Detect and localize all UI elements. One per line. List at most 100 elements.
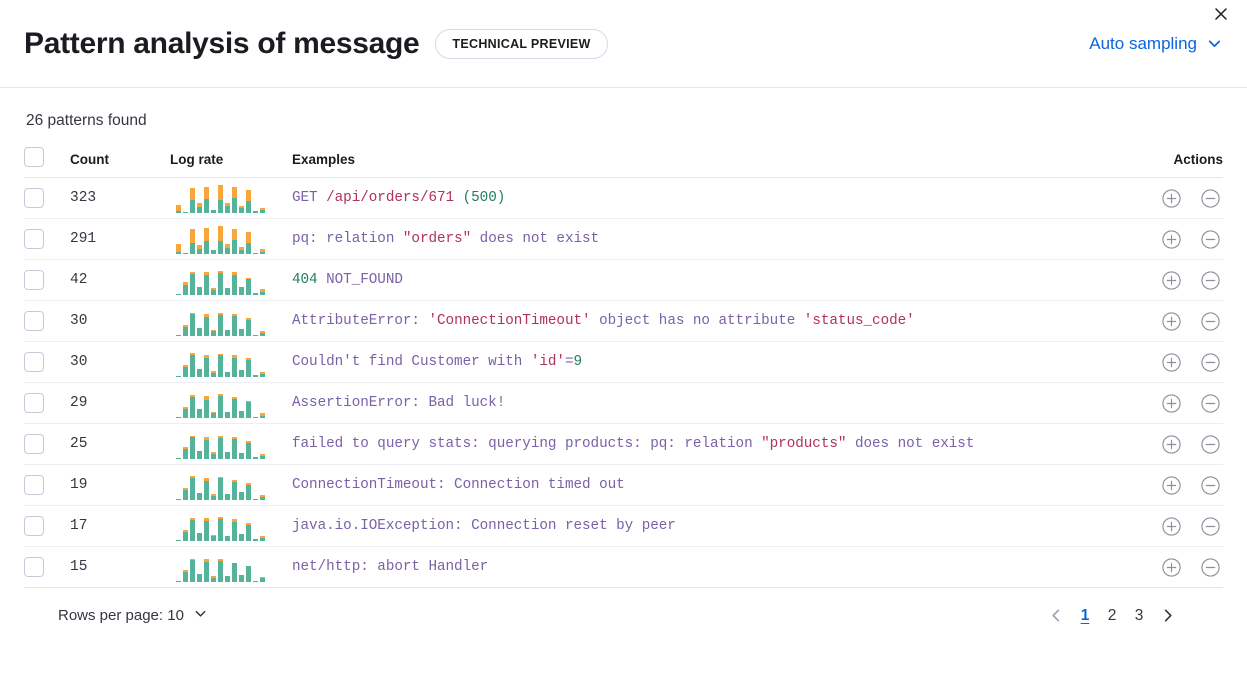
row-actions-cell xyxy=(1113,218,1223,260)
sparkline-bar xyxy=(211,306,216,336)
minus-in-circle-icon[interactable] xyxy=(1200,393,1221,414)
row-checkbox[interactable] xyxy=(24,434,44,454)
row-checkbox[interactable] xyxy=(24,475,44,495)
plus-in-circle-icon[interactable] xyxy=(1161,393,1182,414)
log-rate-sparkline xyxy=(170,470,268,500)
log-rate-sparkline xyxy=(170,429,268,459)
plus-in-circle-icon[interactable] xyxy=(1161,229,1182,250)
page-2-button[interactable]: 2 xyxy=(1107,606,1117,624)
sparkline-bar xyxy=(190,552,195,582)
sparkline-bar xyxy=(253,265,258,295)
row-checkbox[interactable] xyxy=(24,188,44,208)
sparkline-bar xyxy=(204,388,209,418)
sparkline-bar xyxy=(183,552,188,582)
plus-in-circle-icon[interactable] xyxy=(1161,434,1182,455)
row-checkbox[interactable] xyxy=(24,229,44,249)
minus-in-circle-icon[interactable] xyxy=(1200,311,1221,332)
page-1-button[interactable]: 1 xyxy=(1080,606,1090,624)
column-header-actions: Actions xyxy=(1113,147,1223,178)
sparkline-bar xyxy=(232,183,237,213)
sparkline-bar xyxy=(218,347,223,377)
sparkline-bar xyxy=(232,552,237,582)
panel-body: 26 patterns found Count Log rate Example… xyxy=(0,88,1247,625)
table-header: Count Log rate Examples Actions xyxy=(24,147,1223,178)
sparkline-bar xyxy=(225,429,230,459)
sparkline-bar xyxy=(176,470,181,500)
auto-sampling-button[interactable]: Auto sampling xyxy=(1089,34,1223,54)
chevron-right-icon[interactable] xyxy=(1160,608,1175,623)
row-checkbox[interactable] xyxy=(24,557,44,577)
row-count: 291 xyxy=(70,218,170,260)
row-checkbox[interactable] xyxy=(24,393,44,413)
sparkline-bar xyxy=(232,511,237,541)
row-actions-cell xyxy=(1113,464,1223,506)
sparkline-bar xyxy=(239,347,244,377)
row-actions xyxy=(1113,393,1223,414)
row-actions xyxy=(1113,229,1223,250)
row-checkbox[interactable] xyxy=(24,270,44,290)
sparkline-bar xyxy=(260,388,265,418)
table-header-row: Count Log rate Examples Actions xyxy=(24,147,1223,178)
row-actions-cell xyxy=(1113,259,1223,301)
sparkline-bar xyxy=(183,183,188,213)
log-rate-sparkline xyxy=(170,388,268,418)
plus-in-circle-icon[interactable] xyxy=(1161,311,1182,332)
page-3-button[interactable]: 3 xyxy=(1134,606,1144,624)
sparkline-bar xyxy=(239,511,244,541)
plus-in-circle-icon[interactable] xyxy=(1161,352,1182,373)
row-checkbox[interactable] xyxy=(24,516,44,536)
plus-in-circle-icon[interactable] xyxy=(1161,557,1182,578)
sparkline-bar xyxy=(260,347,265,377)
sparkline-bar xyxy=(218,183,223,213)
sparkline-bar xyxy=(197,552,202,582)
minus-in-circle-icon[interactable] xyxy=(1200,557,1221,578)
minus-in-circle-icon[interactable] xyxy=(1200,188,1221,209)
sparkline-bar xyxy=(218,552,223,582)
rows-per-page-label: Rows per page: 10 xyxy=(58,607,184,624)
chevron-left-icon[interactable] xyxy=(1049,608,1064,623)
minus-in-circle-icon[interactable] xyxy=(1200,434,1221,455)
close-icon[interactable] xyxy=(1209,2,1233,26)
plus-in-circle-icon[interactable] xyxy=(1161,188,1182,209)
sparkline-bar xyxy=(190,265,195,295)
row-actions-cell xyxy=(1113,423,1223,465)
minus-in-circle-icon[interactable] xyxy=(1200,229,1221,250)
example-token: 'id' xyxy=(530,354,565,370)
sparkline-bar xyxy=(253,183,258,213)
sparkline-bar xyxy=(218,511,223,541)
row-count: 30 xyxy=(70,341,170,383)
sparkline-bar xyxy=(204,306,209,336)
example-token: AssertionError: Bad luck! xyxy=(292,395,506,411)
sparkline-bar xyxy=(246,306,251,336)
sparkline-bar xyxy=(225,511,230,541)
row-select-cell xyxy=(24,464,70,506)
minus-in-circle-icon[interactable] xyxy=(1200,516,1221,537)
row-log-rate xyxy=(170,300,292,342)
sparkline-bar xyxy=(225,388,230,418)
select-all-checkbox[interactable] xyxy=(24,147,44,167)
minus-in-circle-icon[interactable] xyxy=(1200,270,1221,291)
sparkline-bar xyxy=(190,511,195,541)
row-checkbox[interactable] xyxy=(24,311,44,331)
plus-in-circle-icon[interactable] xyxy=(1161,516,1182,537)
row-actions xyxy=(1113,270,1223,291)
row-count: 17 xyxy=(70,505,170,547)
sparkline-bar xyxy=(211,347,216,377)
minus-in-circle-icon[interactable] xyxy=(1200,352,1221,373)
row-actions xyxy=(1113,475,1223,496)
plus-in-circle-icon[interactable] xyxy=(1161,270,1182,291)
row-select-cell xyxy=(24,218,70,260)
plus-in-circle-icon[interactable] xyxy=(1161,475,1182,496)
sparkline-bar xyxy=(246,552,251,582)
row-log-rate xyxy=(170,218,292,260)
row-checkbox[interactable] xyxy=(24,352,44,372)
minus-in-circle-icon[interactable] xyxy=(1200,475,1221,496)
row-select-cell xyxy=(24,546,70,588)
rows-per-page-button[interactable]: Rows per page: 10 xyxy=(58,606,208,625)
